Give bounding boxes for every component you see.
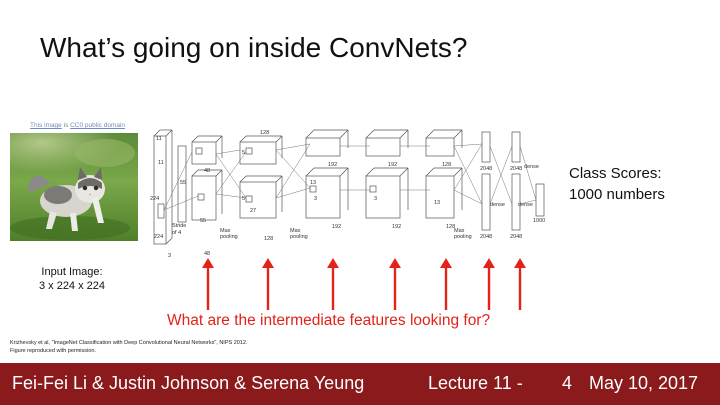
red-arrow-7 xyxy=(514,258,526,310)
label-maxpool1: Max xyxy=(220,228,231,234)
label-of4: of 4 xyxy=(172,230,181,236)
input-volume-face xyxy=(153,135,167,245)
label-1000: 1000 xyxy=(533,218,545,224)
label-maxpool3-b: pooling xyxy=(454,234,472,240)
label-maxpool2: Max xyxy=(290,228,301,234)
fc7-bottom-bar xyxy=(511,173,521,231)
label-stride: Stride xyxy=(172,223,186,229)
footer-lecture: Lecture 11 - xyxy=(428,373,523,393)
label-192c: 192 xyxy=(388,162,397,168)
label-13b: 13 xyxy=(434,200,440,206)
label-27: 27 xyxy=(250,208,256,214)
input-label-line2: 3 x 224 x 224 xyxy=(38,280,106,292)
label-5a: 5 xyxy=(242,150,245,156)
slide-title: What’s going on inside ConvNets? xyxy=(40,32,468,63)
conv1-bottom-box xyxy=(191,175,217,221)
image-link[interactable]: This image xyxy=(30,122,62,129)
fc7-top-bar xyxy=(511,131,521,163)
conv3-bottom-box xyxy=(305,175,341,219)
red-arrows xyxy=(202,258,526,310)
class-scores-line2: 1000 numbers xyxy=(569,186,665,203)
fc8-bar xyxy=(535,183,545,217)
label-3a: 3 xyxy=(314,196,317,202)
red-arrow-2 xyxy=(262,258,274,310)
label-dense1: dense xyxy=(490,202,505,208)
question-text: What are the intermediate features looki… xyxy=(167,312,491,329)
label-55a: 55 xyxy=(200,218,206,224)
citation-line1: Krizhevsky et al, "ImageNet Classificati… xyxy=(10,340,248,346)
label-dense2: dense xyxy=(518,202,533,208)
label-48b: 48 xyxy=(204,251,210,257)
footer-authors: Fei-Fei Li & Justin Johnson & Serena Yeu… xyxy=(12,373,365,393)
fc6-bottom-bar xyxy=(481,173,491,231)
conv5-top-box xyxy=(425,137,455,157)
red-arrow-6 xyxy=(483,258,495,310)
label-3: 3 xyxy=(168,253,171,259)
label-maxpool3: Max xyxy=(454,228,465,234)
conv2-bottom-box xyxy=(239,181,277,219)
label-dense3: dense xyxy=(524,164,539,170)
label-192b: 192 xyxy=(332,224,341,230)
input-image-label: Input Image: 3 x 224 x 224 xyxy=(10,265,134,293)
label-3b: 3 xyxy=(374,196,377,202)
conv3-top-box xyxy=(305,137,341,157)
label-5b: 5 xyxy=(242,196,245,202)
footer-page-number: 4 xyxy=(562,373,573,393)
label-128d: 128 xyxy=(446,224,455,230)
citation-line2: Figure reproduced with permission. xyxy=(10,348,96,354)
label-48a: 48 xyxy=(204,168,210,174)
image-credit: This image is CC0 public domain xyxy=(30,122,125,129)
kitten-photo xyxy=(10,133,138,241)
footer-bar: Fei-Fei Li & Justin Johnson & Serena Yeu… xyxy=(0,363,720,405)
label-55b: 55 xyxy=(180,180,186,186)
conv5-bottom-box xyxy=(425,175,455,219)
red-arrow-4 xyxy=(389,258,401,310)
input-label-line1: Input Image: xyxy=(41,266,103,278)
conv1-top-box xyxy=(191,141,217,165)
conv4-top-box xyxy=(365,137,401,157)
fc6-top-bar xyxy=(481,131,491,163)
image-credit-middle: is xyxy=(61,122,71,129)
label-128b: 128 xyxy=(264,236,273,242)
citation: Krizhevsky et al, "ImageNet Classificati… xyxy=(10,339,247,355)
input-kernel xyxy=(157,203,165,219)
label-13a: 13 xyxy=(310,180,316,186)
conv4-bottom-box xyxy=(365,175,401,219)
label-224b: 224 xyxy=(154,234,163,240)
conv2-top-box xyxy=(239,141,277,165)
label-224a: 224 xyxy=(150,196,159,202)
label-2048d: 2048 xyxy=(510,234,522,240)
red-arrow-3 xyxy=(327,258,339,310)
label-2048a: 2048 xyxy=(480,166,492,172)
red-arrow-1 xyxy=(202,258,214,310)
label-192d: 192 xyxy=(392,224,401,230)
label-2048b: 2048 xyxy=(480,234,492,240)
red-arrow-5 xyxy=(440,258,452,310)
label-128a: 128 xyxy=(260,130,269,136)
label-192a: 192 xyxy=(328,162,337,168)
label-11a: 11 xyxy=(156,136,162,142)
alexnet-architecture-diagram: Stride of 4 Max pooling Max pooling Max … xyxy=(150,129,545,259)
label-maxpool2-b: pooling xyxy=(290,234,308,240)
class-scores-line1: Class Scores: xyxy=(569,165,662,182)
label-128c: 128 xyxy=(442,162,451,168)
footer-date: May 10, 2017 xyxy=(589,373,699,393)
license-link[interactable]: CC0 public domain xyxy=(70,122,126,129)
class-scores-label: Class Scores: 1000 numbers xyxy=(569,163,665,205)
label-2048c: 2048 xyxy=(510,166,522,172)
label-maxpool1-b: pooling xyxy=(220,234,238,240)
conv1-depth-bar xyxy=(177,145,187,223)
label-11b: 11 xyxy=(158,160,164,166)
